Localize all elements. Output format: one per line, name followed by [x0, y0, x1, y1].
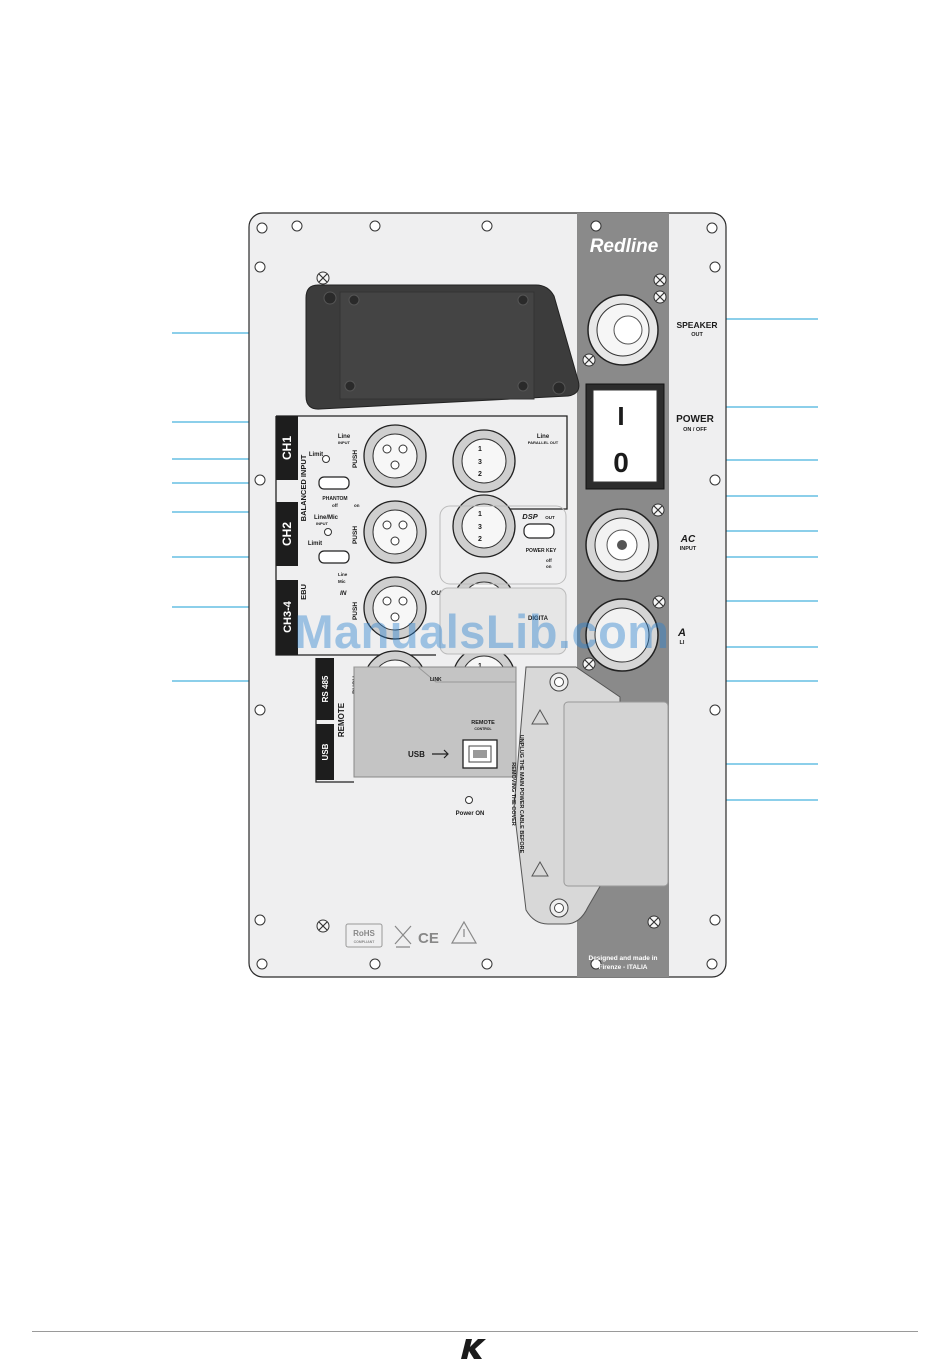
dsp-out-label: DSP: [522, 512, 538, 521]
ac-input-label: AC: [680, 534, 696, 545]
line-parallel-out-sublabel: PARALLEL OUT: [528, 440, 559, 445]
line-input-label: Line: [338, 434, 351, 440]
mounting-holes: [254, 220, 721, 970]
weee-bin-icon: [394, 925, 412, 948]
ch1-label: CH1: [280, 436, 294, 460]
remote-side-label: REMOTE: [337, 702, 346, 737]
pin-2: 2: [478, 471, 482, 478]
rs485-label: RS 485: [321, 675, 330, 702]
speaker-out-connector: [587, 294, 659, 366]
line-mic-input-sublabel: INPUT: [316, 521, 329, 526]
selector-mic-label: Mic: [338, 579, 346, 584]
power-switch: [585, 383, 665, 490]
pin-3: 3: [478, 459, 482, 466]
usb-port-label: USB: [408, 750, 425, 759]
limit-2-label: Limit: [308, 541, 322, 547]
pin-1: 1: [478, 446, 482, 453]
balanced-input-label: BALANCED INPUT: [299, 454, 308, 521]
digital-label: DIGITA: [528, 616, 549, 622]
k-array-logo-icon: [461, 1339, 486, 1359]
ac-link-connector: [585, 598, 659, 672]
power-key-on-label: on: [546, 564, 552, 569]
ch34-label: CH3-4: [282, 600, 294, 633]
speaker-out-label: SPEAKER: [676, 320, 717, 330]
aes-ebu-label: EBU: [299, 584, 308, 600]
push-label-aes: PUSH: [352, 602, 359, 620]
warning-triangle-icon: [450, 920, 478, 944]
line-parallel-out-xlr: [452, 429, 516, 493]
rohs-sublabel: COMPLIANT: [354, 940, 376, 944]
warning-text-1: UNPLUG THE MAIN POWER CABLE BEFORE: [518, 735, 524, 854]
power-label: POWER: [676, 414, 715, 425]
phantom-on-label: on: [354, 503, 360, 508]
ac-input-connector: [585, 508, 659, 582]
pin-1: 1: [478, 511, 482, 518]
power-switch-on-symbol: I: [617, 401, 624, 431]
ce-mark: CE: [418, 930, 439, 947]
phantom-label: PHANTOM: [322, 496, 347, 502]
watermark-text: ManualsLib.com: [294, 605, 670, 658]
aes-in-label: IN: [340, 590, 347, 597]
push-label-ch2: PUSH: [352, 526, 359, 544]
power-on-label: Power ON: [456, 811, 485, 817]
power-switch-off-symbol: 0: [613, 447, 629, 478]
aes-out-label: OUT: [431, 590, 446, 597]
input-section-frame: [276, 415, 568, 510]
usb-side-label: USB: [321, 743, 330, 760]
speaker-out-sublabel: OUT: [691, 332, 703, 338]
footer-divider: [32, 1331, 918, 1332]
selector-line-label: Line: [338, 572, 348, 577]
power-key-switch: [523, 523, 555, 539]
ac-link-sublabel: LI: [680, 640, 685, 646]
power-on-led: [465, 796, 473, 804]
power-key-off-label: off: [546, 558, 552, 563]
pin-3: 3: [478, 524, 482, 531]
dsp-out-xlr: [452, 494, 516, 558]
redline-logo: Redline: [590, 236, 659, 257]
remote-control-sublabel: CONTROL: [474, 727, 492, 731]
power-sublabel: ON / OFF: [683, 427, 707, 433]
power-key-label: POWER KEY: [526, 548, 557, 554]
ac-link-label: A: [677, 627, 686, 639]
pin-2: 2: [478, 536, 482, 543]
firenze-italia-text: Firenze - ITALIA: [599, 964, 648, 971]
line-input-sublabel: INPUT: [338, 440, 351, 445]
link-label: LINK: [430, 677, 442, 683]
rohs-label: RoHS: [353, 929, 375, 938]
line-mic-input-label: Line/Mic: [314, 515, 339, 521]
ac-input-sublabel: INPUT: [680, 546, 697, 552]
phantom-switch: [318, 476, 350, 490]
line-mic-switch: [318, 550, 350, 564]
designed-in-text: Designed and made in: [589, 955, 658, 962]
aes-in-xlr: [363, 576, 427, 640]
ch1-line-input-xlr: [363, 424, 427, 488]
warning-text-2: REMOVING THE COVER: [510, 762, 516, 826]
ch2-line-mic-input-xlr: [363, 500, 427, 564]
usb-symbol-icon: [432, 749, 449, 759]
remote-control-label: REMOTE: [471, 720, 495, 726]
ch2-label: CH2: [280, 522, 294, 546]
dsp-out-sublabel: OUT: [545, 515, 555, 520]
line-parallel-out-label: Line: [537, 434, 550, 440]
limit-1-label: Limit: [309, 452, 323, 458]
phantom-off-label: off: [332, 503, 338, 508]
push-label-ch1: PUSH: [352, 450, 359, 468]
rear-panel-diagram: Redline SPEAKER OUT I 0 POWER ON / OFF A…: [248, 212, 727, 978]
